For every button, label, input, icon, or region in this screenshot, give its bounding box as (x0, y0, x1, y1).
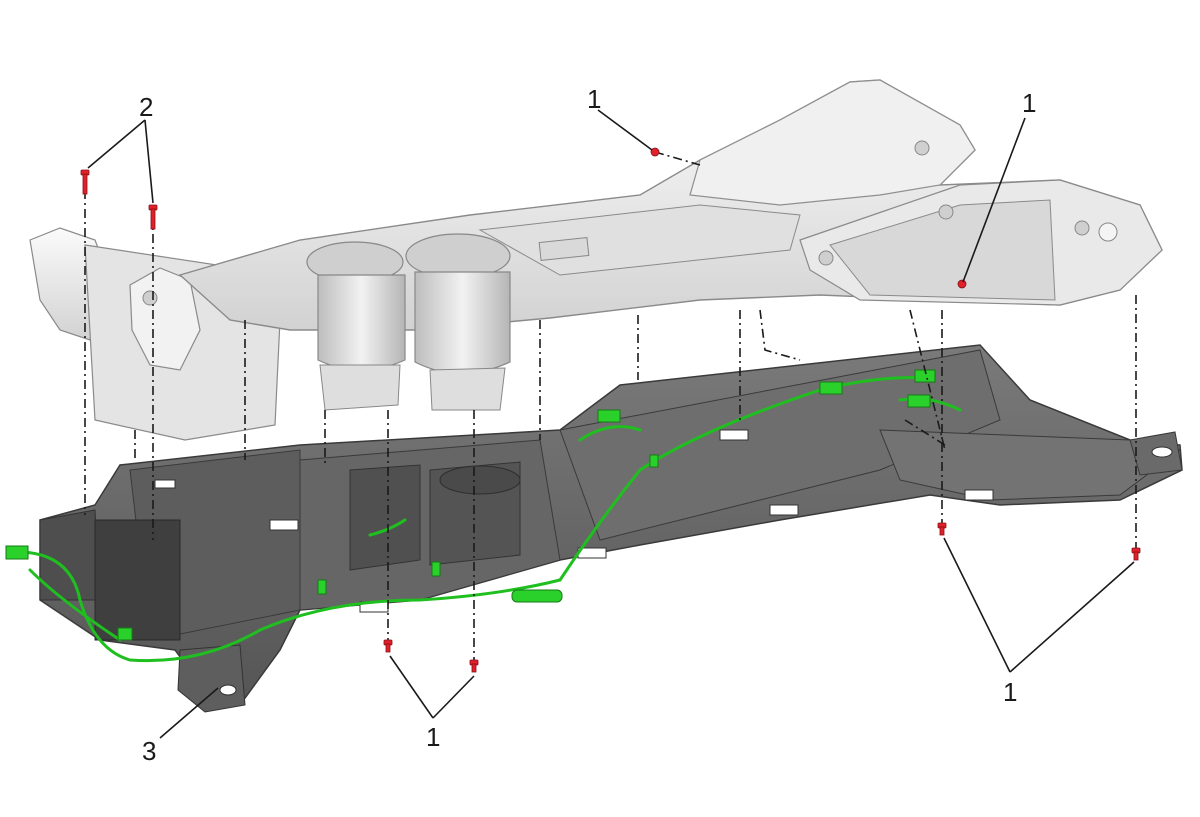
callout-1-upper-right: 1 (1022, 88, 1036, 118)
bolt-fastener (383, 639, 393, 653)
harness-connector (907, 394, 931, 408)
harness-connector (5, 545, 29, 560)
alignment-lines (84, 151, 1137, 660)
callout-1-lower-middle: 1 (426, 722, 440, 752)
harness-connector (511, 589, 563, 603)
clip-fastener (650, 147, 660, 157)
console-bracket (39, 344, 1183, 713)
harness-connector (317, 579, 327, 595)
bolt-fastener (937, 522, 947, 536)
callout-3: 3 (142, 736, 156, 766)
callout-1-upper-left: 1 (587, 84, 601, 114)
callout-2: 2 (139, 92, 153, 122)
clip-fastener (957, 279, 967, 289)
screw-fastener (80, 169, 90, 195)
console-trim-panel (29, 79, 1163, 441)
harness-connector (649, 454, 659, 468)
harness-connector (819, 381, 843, 395)
fasteners (80, 147, 1141, 673)
harness-connector (117, 627, 133, 641)
wiring-harness (5, 369, 962, 663)
bolt-fastener (469, 659, 479, 673)
harness-connector (431, 561, 441, 577)
harness-connector (597, 409, 621, 423)
leader-lines (87, 109, 1135, 739)
bolt-fastener (1131, 547, 1141, 561)
callout-labels: 1 1 2 1 1 3 (139, 84, 1036, 766)
callout-1-lower-right: 1 (1003, 677, 1017, 707)
screw-fastener (148, 204, 158, 230)
